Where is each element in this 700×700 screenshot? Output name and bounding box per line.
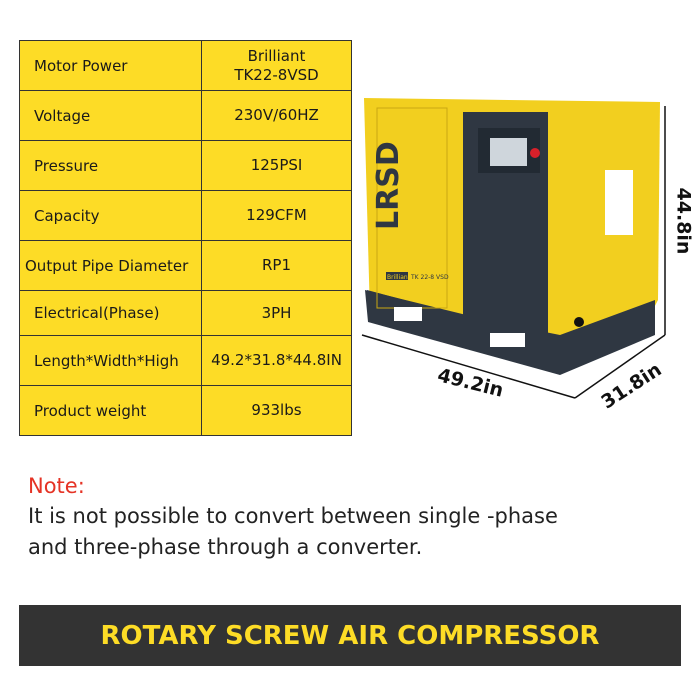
spec-label: Motor Power (19, 40, 202, 91)
spec-label: Output Pipe Diameter (19, 240, 202, 291)
spec-label: Capacity (19, 190, 202, 241)
brand-logo: LRSD (371, 141, 406, 230)
warning-label (605, 170, 633, 235)
spec-value: 129CFM (201, 190, 352, 241)
compressor-base (560, 300, 655, 375)
spec-value: 933lbs (201, 385, 352, 436)
spec-value: RP1 (201, 240, 352, 291)
touch-screen (490, 138, 527, 166)
spec-value: 49.2*31.8*44.8IN (201, 335, 352, 386)
compressor-image: LRSD Brilliant TK 22-8 VSD (361, 98, 666, 399)
spec-label: Product weight (19, 385, 202, 436)
spec-label: Voltage (19, 90, 202, 141)
spec-label: Pressure (19, 140, 202, 191)
spec-label: Electrical(Phase) (19, 290, 202, 336)
note-title: Note: (28, 474, 85, 498)
spec-value: 3PH (201, 290, 352, 336)
spec-label: Length*Width*High (19, 335, 202, 386)
note-line-2: and three-phase through a converter. (28, 535, 423, 559)
height-dimension: 44.8in (672, 187, 695, 255)
note-line-1: It is not possible to convert between si… (28, 504, 558, 528)
spec-value: Brilliant TK22-8VSD (201, 40, 352, 91)
spec-value: 230V/60HZ (201, 90, 352, 141)
spec-value: 125PSI (201, 140, 352, 191)
product-banner: ROTARY SCREW AIR COMPRESSOR (19, 605, 681, 666)
emergency-stop-icon (530, 148, 540, 158)
series-label: Brilliant (387, 274, 411, 281)
spec-row: Electrical(Phase)3PH (19, 290, 352, 336)
model-label: TK 22-8 VSD (410, 274, 449, 281)
